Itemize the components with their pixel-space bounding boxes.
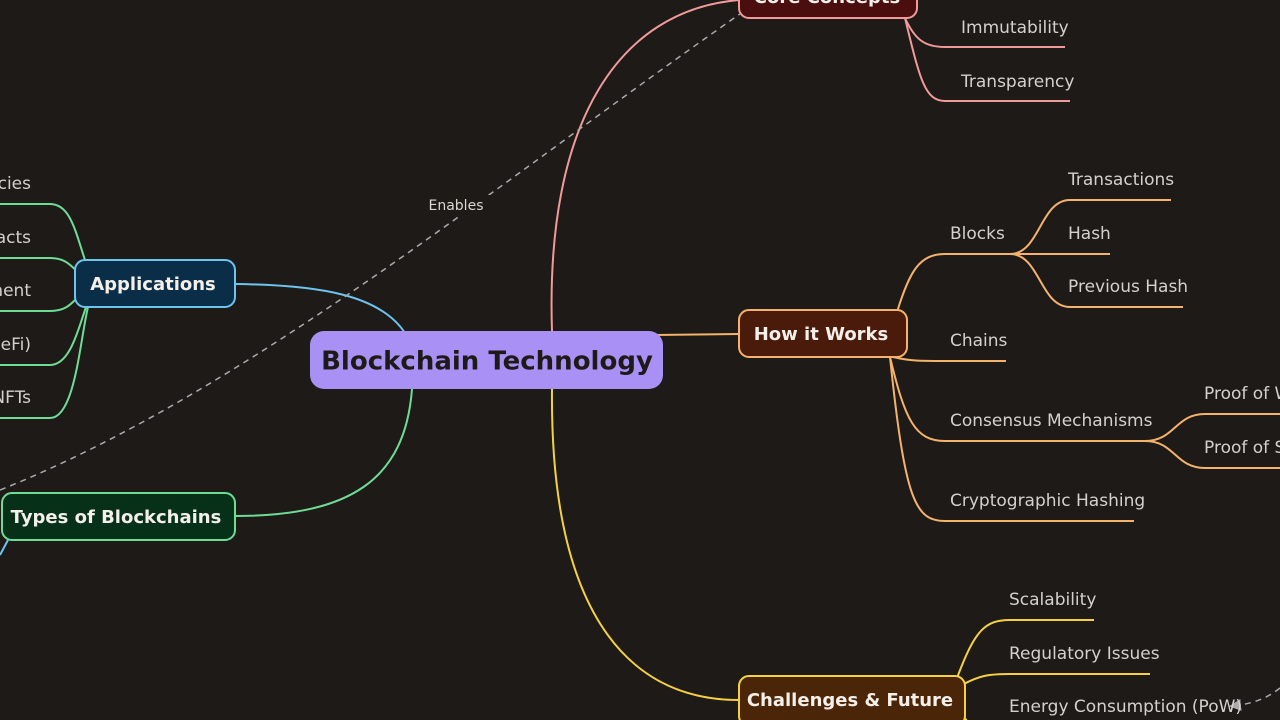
leaf-chains[interactable]: Chains bbox=[950, 331, 1008, 351]
central-topic-label: Blockchain Technology bbox=[321, 347, 653, 377]
leaf-blocks[interactable]: Blocks bbox=[950, 224, 1005, 244]
leaf-transparency[interactable]: Transparency bbox=[960, 72, 1074, 92]
node-label: How it Works bbox=[754, 324, 889, 345]
leaf-transactions[interactable]: Transactions bbox=[1067, 170, 1174, 190]
leaf-hash[interactable]: Hash bbox=[1068, 224, 1111, 244]
branch-types bbox=[234, 388, 413, 517]
leaf-proof-of-work[interactable]: Proof of W bbox=[1204, 384, 1280, 404]
relationship-label-bg bbox=[420, 195, 492, 215]
how-connectors bbox=[889, 199, 1280, 522]
node-types-of-blockchains[interactable]: Types of Blockchains bbox=[1, 492, 236, 541]
node-applications[interactable]: Applications bbox=[74, 259, 236, 308]
connector bbox=[961, 673, 1150, 686]
leaf-energy[interactable]: Energy Consumption (PoW) bbox=[1009, 697, 1242, 717]
leaf-app-5[interactable]: NFTs bbox=[0, 388, 31, 408]
central-topic[interactable]: Blockchain Technology bbox=[310, 331, 663, 389]
branch-types-left bbox=[0, 539, 9, 556]
relationship-label[interactable]: Enables bbox=[429, 198, 484, 214]
leaf-previous-hash[interactable]: Previous Hash bbox=[1068, 277, 1188, 297]
node-label: Challenges & Future bbox=[747, 690, 953, 711]
leaf-proof-of-stake[interactable]: Proof of S bbox=[1204, 438, 1280, 458]
branch-how bbox=[654, 333, 740, 336]
branch-core bbox=[550, 0, 740, 332]
connector bbox=[956, 619, 1094, 679]
leaf-consensus[interactable]: Consensus Mechanisms bbox=[950, 411, 1153, 431]
node-challenges[interactable]: Challenges & Future bbox=[738, 675, 966, 720]
node-core-concepts[interactable]: Core Concepts bbox=[738, 0, 918, 19]
branch-applications bbox=[234, 283, 406, 334]
branch-challenges bbox=[550, 388, 740, 701]
leaf-cryptographic-hashing[interactable]: Cryptographic Hashing bbox=[950, 491, 1145, 511]
connector bbox=[904, 17, 1065, 48]
leaf-app-3[interactable]: ment bbox=[0, 281, 31, 301]
node-label: Core Concepts bbox=[754, 0, 900, 8]
leaf-scalability[interactable]: Scalability bbox=[1009, 590, 1096, 610]
node-label: Types of Blockchains bbox=[11, 507, 222, 528]
leaf-app-4[interactable]: eFi) bbox=[1, 335, 31, 355]
node-how-it-works[interactable]: How it Works bbox=[738, 309, 908, 358]
leaf-immutability[interactable]: Immutability bbox=[961, 18, 1069, 38]
leaf-app-2[interactable]: acts bbox=[0, 228, 31, 248]
node-label: Applications bbox=[90, 274, 216, 295]
relationship-line[interactable] bbox=[0, 0, 761, 491]
relationship-arrow-energy[interactable] bbox=[1229, 687, 1280, 711]
connector bbox=[904, 17, 1070, 102]
leaf-regulatory[interactable]: Regulatory Issues bbox=[1009, 644, 1160, 664]
leaf-app-1[interactable]: cies bbox=[0, 174, 31, 194]
